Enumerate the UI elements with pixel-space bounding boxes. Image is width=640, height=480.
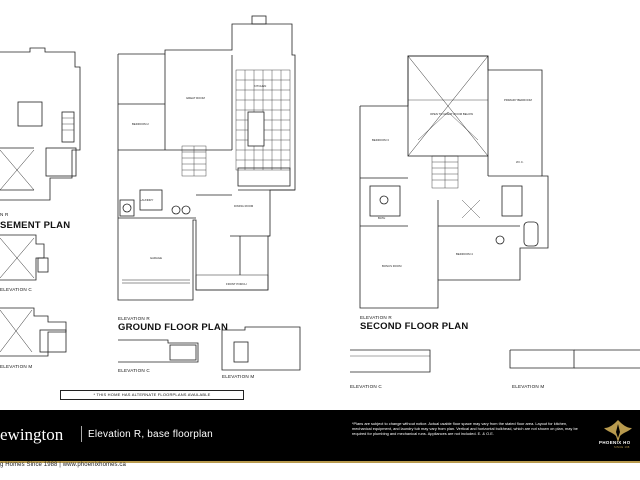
second-floor-plan bbox=[350, 55, 640, 373]
basement-elevation-c: ELEVATION C bbox=[0, 287, 32, 292]
basement-plan bbox=[0, 47, 81, 357]
elevation-subtitle: Elevation R, base floorplan bbox=[88, 429, 213, 440]
second-elevation-c: ELEVATION C bbox=[350, 384, 382, 389]
footer-bar bbox=[0, 410, 640, 461]
title-separator bbox=[81, 426, 82, 442]
model-name: ewington bbox=[0, 425, 64, 444]
ground-elevation-label: ELEVATION R bbox=[118, 316, 150, 321]
second-elevation-label: ELEVATION R bbox=[360, 315, 392, 320]
ground-plan-title: GROUND FLOOR PLAN bbox=[118, 322, 229, 333]
alternate-floorplans-note: * THIS HOME HAS ALTERNATE FLOORPLANS AVA… bbox=[60, 390, 244, 400]
room-bonus: BONUS ROOM bbox=[382, 264, 402, 268]
room-bath: BATH bbox=[378, 216, 386, 220]
ground-elevation-c: ELEVATION C bbox=[118, 368, 150, 373]
basement-plan-title: SEMENT PLAN bbox=[0, 220, 71, 231]
disclaimer-text: *Plans are subject to change without not… bbox=[352, 421, 578, 437]
room-bedroom-2: BEDROOM 2 bbox=[132, 122, 149, 126]
room-kitchen: KITCHEN bbox=[254, 84, 267, 88]
floorplan-drawings bbox=[0, 15, 640, 373]
room-dining-room: DINING ROOM bbox=[234, 204, 254, 208]
room-garage: GARAGE bbox=[150, 256, 162, 260]
room-open-to-below: OPEN TO GREAT ROOM BELOW bbox=[430, 112, 473, 116]
room-wic: W.I.C. bbox=[516, 160, 524, 164]
room-bedroom-3: BEDROOM 3 bbox=[372, 138, 389, 142]
logo-text: PHOENIX HO bbox=[599, 440, 631, 445]
ground-elevation-m: ELEVATION M bbox=[222, 374, 255, 379]
room-great-room: GREAT ROOM bbox=[186, 96, 205, 100]
footer bbox=[0, 410, 640, 480]
room-front-porch: FRONT PORCH bbox=[226, 282, 247, 286]
footer-gold-line bbox=[0, 461, 640, 463]
room-primary-bedroom: PRIMARY BEDROOM bbox=[504, 98, 532, 102]
room-laundry: LAUNDRY bbox=[140, 198, 154, 202]
website-line[interactable]: g Homes Since 1988 | www.phoenixhomes.ca bbox=[0, 462, 126, 468]
logo-tagline: SINCE 198 bbox=[614, 446, 630, 449]
basement-elevation-label: N R bbox=[0, 212, 9, 217]
room-bedroom-4: BEDROOM 4 bbox=[456, 252, 473, 256]
ground-floor-plan bbox=[117, 15, 301, 371]
second-plan-title: SECOND FLOOR PLAN bbox=[360, 321, 469, 332]
basement-elevation-m: ELEVATION M bbox=[0, 364, 33, 369]
phoenix-logo-icon bbox=[604, 420, 632, 442]
second-elevation-m: ELEVATION M bbox=[512, 384, 545, 389]
